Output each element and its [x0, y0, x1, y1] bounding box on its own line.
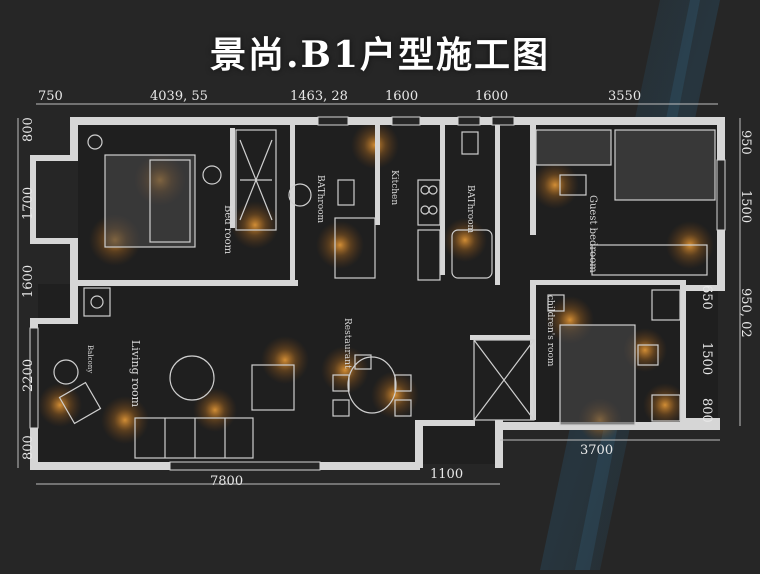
dim-top-2: 1463, 28 [290, 89, 348, 104]
room-label-guest-bedroom: Guest bedroom [587, 195, 598, 273]
dim-left-2: 1600 [21, 265, 36, 298]
dimension-labels: 750 4039, 55 1463, 28 1600 1600 3550 780… [21, 89, 753, 489]
windows [29, 116, 726, 471]
room-label-bedroom: Bed room [222, 205, 233, 255]
room-label-balcony: Balcony [86, 345, 94, 373]
dim-right-1: 1500 [738, 190, 753, 223]
room-label-kitchen: Kitchen [389, 170, 399, 205]
dim-bottom-0: 7800 [210, 474, 243, 489]
page-title: 景尚.B1户型施工图 [209, 34, 550, 76]
dim-top-0: 750 [38, 89, 63, 104]
room-labels: Bed room BAThroom Kitchen BAThroom Guest… [86, 170, 598, 408]
room-label-restaurant: Restaurant [342, 318, 352, 369]
dim-top-5: 3550 [608, 89, 641, 104]
dim-bottom-1: 1100 [430, 467, 463, 482]
dimension-lines [17, 103, 741, 485]
dim-right-3: 950, 02 [738, 288, 753, 338]
room-label-bathroom-2: BAThroom [465, 185, 475, 234]
dim-bottom-2: 3700 [580, 443, 613, 458]
dim-left-4: 800 [21, 435, 36, 460]
dim-right-2: 650 [699, 285, 714, 310]
furniture [53, 129, 716, 459]
dim-top-1: 4039, 55 [150, 89, 208, 104]
room-label-bathroom-1: BAThroom [315, 175, 325, 224]
dim-right-4: 1500 [699, 342, 714, 375]
dim-top-3: 1600 [385, 89, 418, 104]
dim-top-4: 1600 [475, 89, 508, 104]
dim-left-0: 800 [21, 117, 36, 142]
dim-left-3: 2200 [21, 359, 36, 392]
room-label-living-room: Living room [129, 340, 142, 408]
dim-left-1: 1700 [21, 187, 36, 220]
dim-right-5: 800 [699, 398, 714, 423]
room-label-childrens-room: children's room [545, 295, 555, 367]
dim-right-0: 950 [738, 130, 753, 155]
